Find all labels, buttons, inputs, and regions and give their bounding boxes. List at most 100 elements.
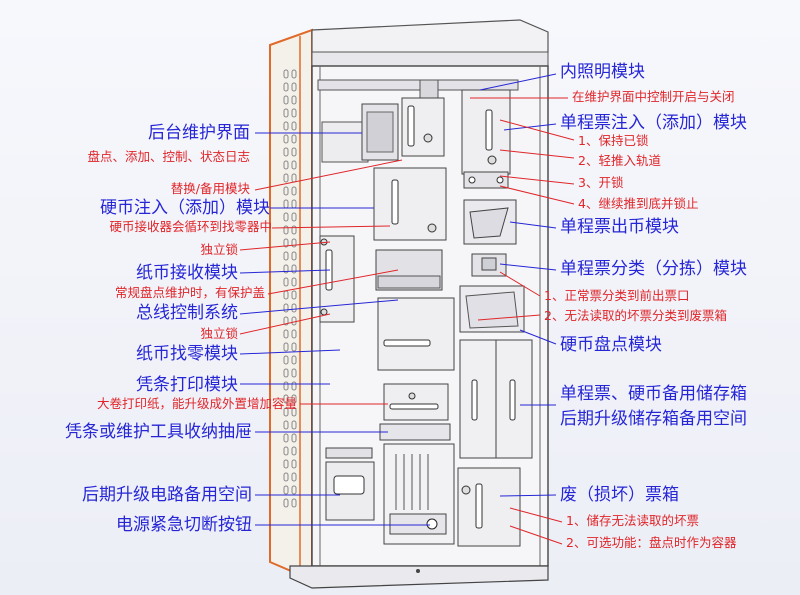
lighting-bar	[317, 79, 519, 91]
vent-slot	[291, 498, 297, 508]
step-ticket-inject-3: 3、开锁	[578, 175, 624, 190]
note-lock-2: 独立锁	[200, 326, 238, 341]
note-replace-module: 替换/备用模块	[170, 181, 250, 196]
note-backend-ui: 盘点、添加、控制、状态日志	[87, 149, 250, 164]
vent-slot	[283, 381, 289, 391]
vent-slot	[291, 238, 297, 248]
vent-slot	[291, 225, 297, 235]
vent-slot	[283, 459, 289, 469]
vent-slot	[283, 342, 289, 352]
vent-slot	[291, 108, 297, 118]
vent-slot	[283, 420, 289, 430]
vent-slot	[283, 186, 289, 196]
vent-slot	[291, 251, 297, 261]
vent-slot	[283, 212, 289, 222]
cabinet-base	[289, 565, 549, 589]
vent-slot	[291, 303, 297, 313]
note-ticket-sort-1: 1、正常票分类到前出票口	[544, 288, 690, 303]
note-lighting: 在维护界面中控制开启与关闭	[572, 89, 735, 104]
vent-slot	[291, 355, 297, 365]
vent-slot	[283, 225, 289, 235]
note-waste-box-1: 1、储存无法读取的坏票	[566, 513, 699, 528]
vent-slot	[283, 238, 289, 248]
vent-slot	[283, 277, 289, 287]
vent-slot	[291, 407, 297, 417]
step-ticket-inject-2: 2、轻推入轨道	[578, 153, 661, 168]
vent-slot	[291, 329, 297, 339]
label-note-change: 纸币找零模块	[136, 344, 238, 364]
vent-slot	[291, 459, 297, 469]
vent-slot	[291, 147, 297, 157]
vent-slot	[291, 446, 297, 456]
label-spare-box-1: 单程票、硬币备用储存箱	[560, 384, 747, 404]
label-waste-box: 废（损坏）票箱	[560, 485, 679, 505]
vent-slot	[291, 381, 297, 391]
vent-slot	[291, 264, 297, 274]
storage-drawer	[379, 423, 451, 441]
vent-slot	[291, 82, 297, 92]
waste-ticket-box	[457, 467, 521, 547]
label-backend-ui: 后台维护界面	[148, 123, 250, 143]
vent-slot	[291, 368, 297, 378]
label-ticket-sort: 单程票分类（分拣）模块	[560, 259, 747, 279]
vent-slot	[291, 342, 297, 352]
vent-slot	[291, 485, 297, 495]
vent-slot	[283, 498, 289, 508]
vent-slot	[283, 316, 289, 326]
vent-slot	[283, 160, 289, 170]
cabinet-side-panel	[269, 28, 313, 582]
note-lock-1: 独立锁	[200, 242, 238, 257]
note-waste-box-2: 2、可选功能：盘点时作为容器	[566, 535, 737, 550]
receipt-printer-module	[383, 383, 449, 421]
label-bus-control: 总线控制系统	[136, 303, 238, 323]
vent-slot	[291, 212, 297, 222]
vent-slot	[283, 264, 289, 274]
vent-slot	[283, 329, 289, 339]
step-ticket-inject-1: 1、保持已锁	[578, 133, 649, 148]
vent-slot	[283, 82, 289, 92]
power-button-icon	[426, 518, 438, 530]
label-coin-inject: 硬币注入（添加）模块	[100, 198, 270, 218]
vent-slot	[291, 95, 297, 105]
vent-slot	[291, 277, 297, 287]
vent-slot	[291, 121, 297, 131]
label-coin-count: 硬币盘点模块	[560, 335, 662, 355]
vent-slot	[291, 69, 297, 79]
vent-slot	[291, 472, 297, 482]
label-receipt-print: 凭条打印模块	[136, 375, 238, 395]
label-note-accept: 纸币接收模块	[136, 263, 238, 283]
bus-control-module	[377, 297, 455, 371]
spare-storage-box	[459, 339, 497, 459]
vent-slot	[291, 160, 297, 170]
vent-slot	[283, 303, 289, 313]
note-receipt-print: 大卷打印纸，能升级成外置增加容量	[96, 396, 297, 411]
label-spare-box-2: 后期升级储存箱备用空间	[560, 409, 747, 429]
label-power-button: 电源紧急切断按钮	[116, 515, 252, 535]
label-spare-circuit: 后期升级电路备用空间	[82, 485, 252, 505]
label-ticket-dispense: 单程票出币模块	[560, 217, 679, 237]
vent-slot	[283, 485, 289, 495]
vent-slot	[291, 433, 297, 443]
vent-slot	[283, 433, 289, 443]
vent-slot	[283, 69, 289, 79]
vent-slot	[283, 472, 289, 482]
vent-slot	[283, 251, 289, 261]
note-ticket-sort-2: 2、无法读取的坏票分类到废票箱	[544, 308, 727, 323]
vent-slot	[291, 134, 297, 144]
vent-slot	[283, 394, 289, 404]
vent-slot	[283, 95, 289, 105]
vent-slot	[291, 290, 297, 300]
vent-slot	[283, 368, 289, 378]
vent-slot	[283, 121, 289, 131]
vent-slot	[291, 186, 297, 196]
label-drawer: 凭条或维护工具收纳抽屉	[65, 422, 252, 442]
vent-slot	[283, 173, 289, 183]
label-lighting: 内照明模块	[560, 62, 645, 82]
vent-slot	[283, 147, 289, 157]
note-coin-inject: 硬币接收器会循环到找零器中	[109, 219, 272, 234]
step-ticket-inject-4: 4、继续推到底并锁止	[578, 196, 699, 211]
vent-slot	[291, 394, 297, 404]
vent-slot	[291, 316, 297, 326]
vent-slot	[283, 134, 289, 144]
